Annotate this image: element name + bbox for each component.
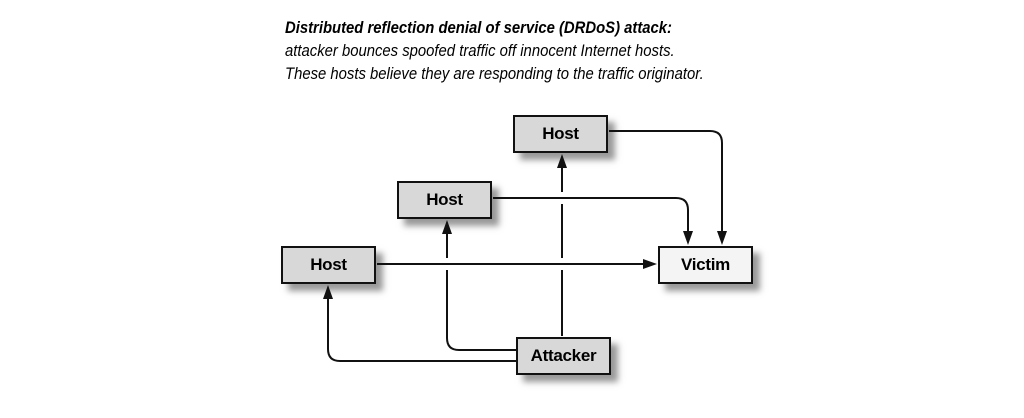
node-attacker: Attacker [516, 337, 611, 375]
node-host-top: Host [513, 115, 608, 153]
arrowhead-up-icon [557, 154, 567, 168]
node-host-left-label: Host [310, 255, 347, 274]
caption-heading: Distributed reflection denial of service… [285, 19, 673, 37]
node-host-middle-label: Host [426, 190, 463, 209]
node-attacker-label: Attacker [530, 346, 597, 365]
edge-attacker-to-host-top [557, 154, 567, 336]
edge-host-left-to-victim [377, 259, 657, 269]
arrowhead-up-icon [442, 220, 452, 234]
edge-line [493, 197, 689, 231]
edge-attacker-to-host-left [323, 285, 516, 362]
edge-attacker-to-host-middle [442, 220, 516, 351]
arrowhead-down-icon [683, 231, 693, 245]
edge-host-top-to-victim [609, 130, 727, 245]
caption-line-2: attacker bounces spoofed traffic off inn… [285, 42, 675, 60]
edge-line [609, 130, 723, 231]
diagram-caption: Distributed reflection denial of service… [285, 17, 753, 86]
edge-host-middle-to-victim [493, 197, 693, 245]
node-victim-label: Victim [681, 255, 730, 274]
arrowhead-up-icon [323, 285, 333, 299]
arrowhead-right-icon [643, 259, 657, 269]
node-host-middle: Host [397, 181, 492, 219]
arrowhead-down-icon [717, 231, 727, 245]
node-victim: Victim [658, 246, 753, 284]
node-host-left: Host [281, 246, 376, 284]
edge-line [446, 234, 516, 351]
node-host-top-label: Host [542, 124, 579, 143]
caption-line-3: These hosts believe they are responding … [285, 65, 704, 83]
edge-line [327, 299, 516, 362]
